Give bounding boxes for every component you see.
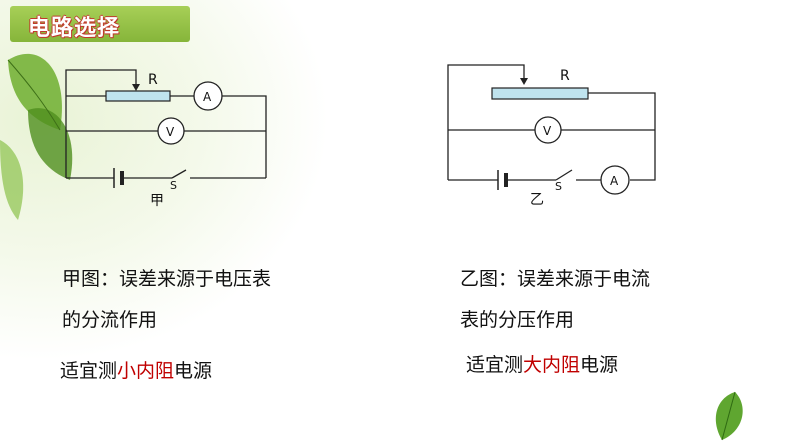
rheostat xyxy=(491,87,589,100)
caption-yi-line1: 乙图：误差来源于电流 xyxy=(460,268,651,290)
switch-blade xyxy=(171,169,187,179)
switch-label: S xyxy=(170,179,177,192)
caption-jia-line1: 甲图：误差来源于电压表 xyxy=(62,268,272,290)
caption-jia-suitable: 适宜测小内阻电源 xyxy=(60,356,212,383)
slider-arrow xyxy=(132,84,140,91)
suitable-suffix: 电源 xyxy=(174,360,213,382)
circuit-label: 甲 xyxy=(150,193,164,209)
resistor-label: R xyxy=(560,68,570,84)
slider-arrow xyxy=(520,78,528,85)
circuit-diagram-jia xyxy=(65,69,267,179)
ammeter xyxy=(600,165,630,195)
wire-rheostat-slider xyxy=(447,64,525,180)
leaf-decoration-left xyxy=(0,53,73,220)
rheostat xyxy=(105,90,171,102)
wire xyxy=(222,95,267,178)
caption-yi-line2: 表的分压作用 xyxy=(460,309,575,331)
leaf-decoration-bottom-right xyxy=(715,391,743,441)
switch-blade xyxy=(555,169,573,181)
suitable-prefix: 适宜测 xyxy=(466,354,524,376)
voltmeter-label: V xyxy=(543,124,552,138)
suitable-suffix: 电源 xyxy=(580,354,619,376)
wire xyxy=(588,92,656,181)
voltmeter xyxy=(534,116,562,144)
switch-label: S xyxy=(555,180,562,193)
suitable-prefix: 适宜测 xyxy=(60,360,118,382)
circuit-diagram-yi xyxy=(447,64,656,181)
resistor-label: R xyxy=(148,72,158,88)
title-banner xyxy=(10,6,190,42)
voltmeter xyxy=(157,117,185,145)
voltmeter-label: V xyxy=(166,125,175,139)
ammeter xyxy=(193,81,223,111)
caption-yi-suitable: 适宜测大内阻电源 xyxy=(466,350,618,377)
suitable-highlight: 大内阻 xyxy=(523,354,581,376)
caption-jia-line2: 的分流作用 xyxy=(62,309,158,331)
circuit-label: 乙 xyxy=(530,192,544,208)
suitable-highlight: 小内阻 xyxy=(117,360,175,382)
page-title: 电路选择 xyxy=(28,16,121,41)
ammeter-label: A xyxy=(203,90,212,104)
ammeter-label: A xyxy=(610,174,619,188)
wire-rheostat-slider xyxy=(65,69,137,178)
